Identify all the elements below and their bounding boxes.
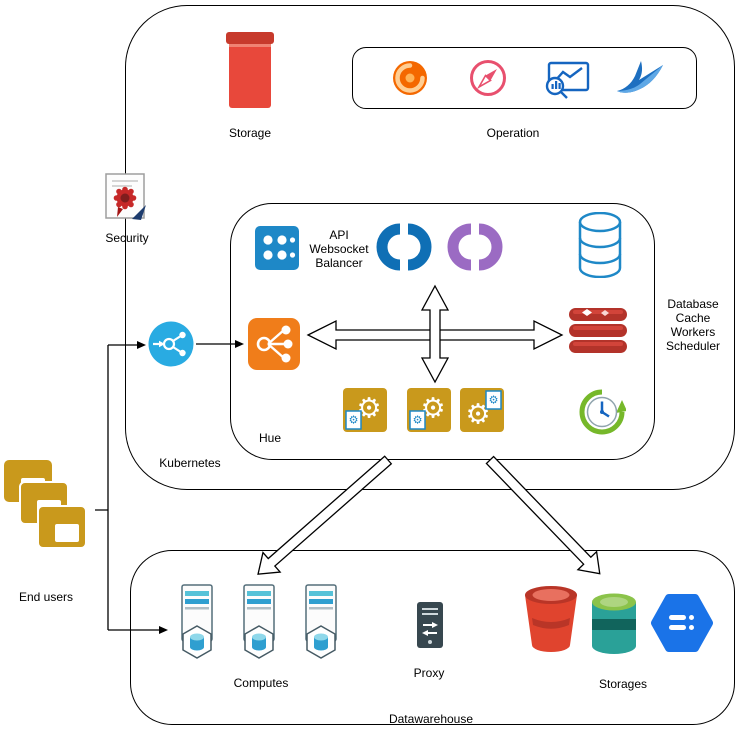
- computes-label: Computes: [233, 676, 289, 690]
- label-line: Database: [667, 297, 719, 311]
- label-line: Scheduler: [665, 339, 721, 353]
- label-line: Workers: [670, 325, 716, 339]
- hue-to-computes-arrow: [257, 455, 393, 575]
- compass-icon: [470, 60, 506, 96]
- storage-cylinder-icon: [592, 593, 636, 654]
- traffic-split-icon: [248, 318, 300, 370]
- security-label: Security: [105, 231, 149, 245]
- bird-icon: [617, 61, 663, 93]
- storages-label: Storages: [598, 677, 648, 691]
- api-websocket-balancer-label: API Websocket Balancer: [300, 228, 378, 270]
- compute-server-icon: [305, 584, 337, 659]
- worker-task-icon: ⚙ ⚙: [407, 388, 451, 432]
- compute-server-icon: [243, 584, 275, 659]
- vertical-double-arrow: [420, 284, 450, 384]
- grafana-icon: [393, 61, 427, 95]
- kubernetes-label: Kubernetes: [159, 456, 221, 470]
- s3-bucket-icon: [525, 586, 577, 652]
- storage-icon: [226, 32, 274, 108]
- database-icon: [578, 212, 622, 278]
- datawarehouse-label: Datawarehouse: [388, 712, 474, 726]
- database-cache-workers-scheduler-label: Database Cache Workers Scheduler: [650, 297, 736, 353]
- gcp-hexagon-icon: [651, 594, 713, 652]
- label-line: API: [329, 228, 349, 242]
- connector-arrowheads: [137, 340, 244, 634]
- worker-task-icon: ⚙ ⚙: [343, 388, 387, 432]
- storage-label: Storage: [228, 126, 272, 140]
- mini-gear-icon: ⚙: [413, 414, 423, 427]
- proxy-server-icon: [417, 602, 443, 648]
- mini-gear-icon: ⚙: [349, 414, 359, 427]
- proxy-label: Proxy: [413, 666, 445, 680]
- label-line: Cache: [675, 311, 711, 325]
- monitoring-icon: [545, 61, 590, 99]
- load-balancer-icon: [148, 321, 194, 367]
- connector-lines: [95, 343, 235, 631]
- hue-logo-blue-icon: [376, 223, 432, 271]
- api-grid-icon: [255, 226, 299, 270]
- hue-to-storages-arrow: [485, 455, 601, 575]
- mini-gear-icon: ⚙: [489, 394, 499, 407]
- redis-icon: [569, 308, 627, 353]
- end-users-label: End users: [18, 590, 74, 604]
- hue-label: Hue: [258, 431, 281, 445]
- compute-server-icon: [181, 584, 213, 659]
- scheduler-icon: [579, 389, 626, 435]
- security-icon: [105, 173, 146, 220]
- label-line: Balancer: [315, 256, 363, 270]
- operation-label: Operation: [486, 126, 540, 140]
- worker-task-icon: ⚙ ⚙: [460, 388, 504, 432]
- hue-logo-purple-icon: [447, 223, 503, 271]
- end-users-icon: [4, 460, 87, 549]
- label-line: Websocket: [309, 242, 369, 256]
